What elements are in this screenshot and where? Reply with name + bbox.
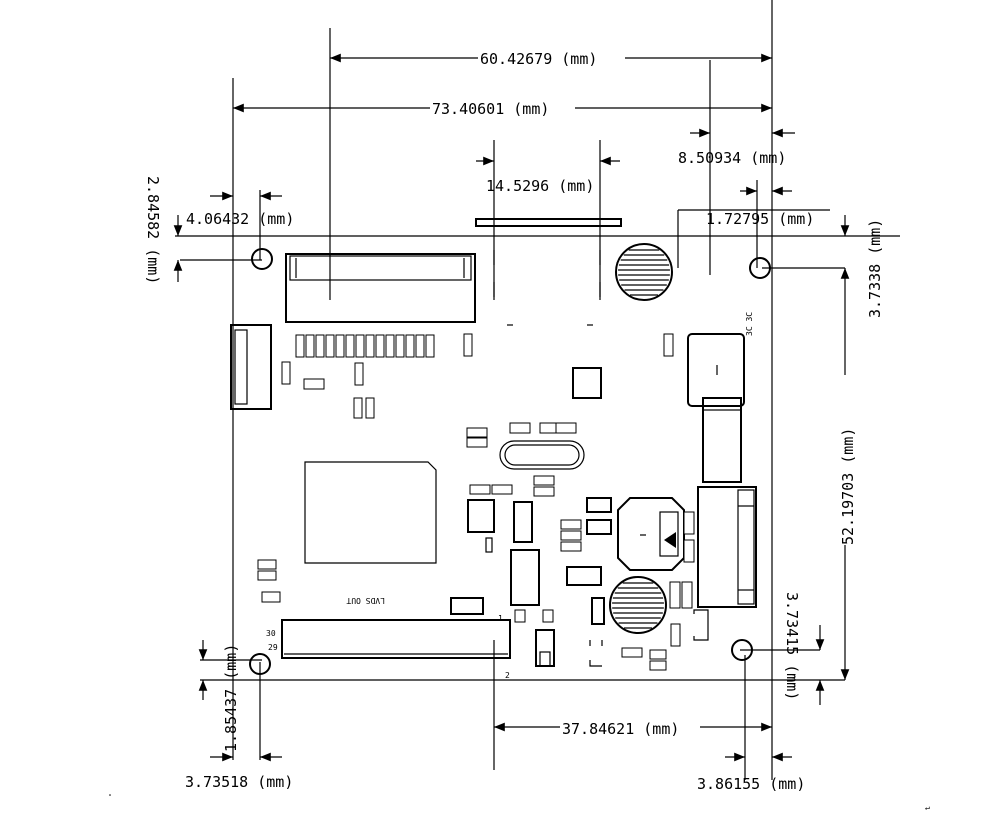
dim-hole-br-x: 3.86155 (mm): [697, 775, 805, 793]
resistor-pad: [365, 334, 375, 358]
pin-label-29: 29: [268, 643, 278, 652]
dim-hole-br-y: 3.73415 (mm): [783, 592, 801, 700]
crystal-oscillator: [499, 440, 585, 470]
small-ic: [572, 367, 602, 399]
lvds-out-label: LVDS OUT: [346, 596, 385, 605]
large-capacitor-right: [687, 333, 745, 407]
mounting-hole-bottom-left: [249, 653, 271, 675]
resistor-pad: [395, 334, 405, 358]
resistor-pad: [425, 334, 435, 358]
dim-right-small: 1.72795 (mm): [706, 210, 814, 228]
dim-hole-left-x: 4.06432 (mm): [186, 210, 294, 228]
mounting-holes: [249, 248, 771, 675]
dim-hole-top-y: 2.84582 (mm): [144, 176, 162, 284]
mounting-hole-top-right: [749, 257, 771, 279]
dim-right-offset: 8.50934 (mm): [678, 149, 786, 167]
resistor-pad: [335, 334, 345, 358]
lvds-connector: [281, 619, 511, 659]
main-ic: [304, 461, 437, 564]
dim-connector-width: 14.5296 (mm): [486, 177, 594, 195]
right-inductor: [702, 397, 742, 483]
extension-lines: [180, 28, 845, 780]
soic-chip-1: [513, 501, 533, 543]
dim-board-height: 52.19703 (mm): [839, 428, 857, 545]
dim-hole-bl-y: 1.85437 (mm): [222, 644, 240, 752]
pin-label-1: 1: [498, 614, 503, 623]
mounting-hole-top-left: [251, 248, 273, 270]
sot-package: [535, 629, 555, 667]
power-inductor: [617, 497, 685, 571]
resistor-pad: [325, 334, 335, 358]
resistor-pad: [415, 334, 425, 358]
resistor-pad: [405, 334, 415, 358]
backlight-connector: [475, 218, 622, 227]
top-fpc-connector: [285, 253, 476, 323]
dimension-labels: 60.42679 (mm) 73.40601 (mm) 8.50934 (mm)…: [144, 50, 884, 793]
resistor-pad: [345, 334, 355, 358]
resistor-pad: [385, 334, 395, 358]
electrolytic-capacitor-bottom: [609, 576, 667, 634]
electrolytic-capacitor-top: [615, 243, 673, 301]
left-side-connector: [230, 324, 272, 410]
resistor-pad: [295, 334, 305, 358]
resistor-pad: [315, 334, 325, 358]
mounting-hole-bottom-right: [731, 639, 753, 661]
components: 3C 3C LVDS OUT 30 29 1 2: [230, 218, 757, 680]
dim-hole-right-y: 3.7338 (mm): [866, 219, 884, 318]
dim-top-span: 60.42679 (mm): [480, 50, 597, 68]
resistor-pad: [375, 334, 385, 358]
pin-label-2: 2: [505, 671, 510, 680]
dim-bottom-span: 37.84621 (mm): [562, 720, 679, 738]
dim-board-width: 73.40601 (mm): [432, 100, 549, 118]
svg-text:3C 3C: 3C 3C: [745, 312, 754, 336]
right-connector: [697, 486, 757, 608]
resistor-row: [295, 334, 435, 358]
svg-text:↵: ↵: [925, 803, 930, 812]
pin-label-30: 30: [266, 629, 276, 638]
resistor-pad: [305, 334, 315, 358]
resistor-pad: [355, 334, 365, 358]
dimension-arrows: [173, 53, 850, 762]
soic-chip-2: [510, 549, 540, 606]
dim-hole-bl-x: 3.73518 (mm): [185, 773, 293, 791]
